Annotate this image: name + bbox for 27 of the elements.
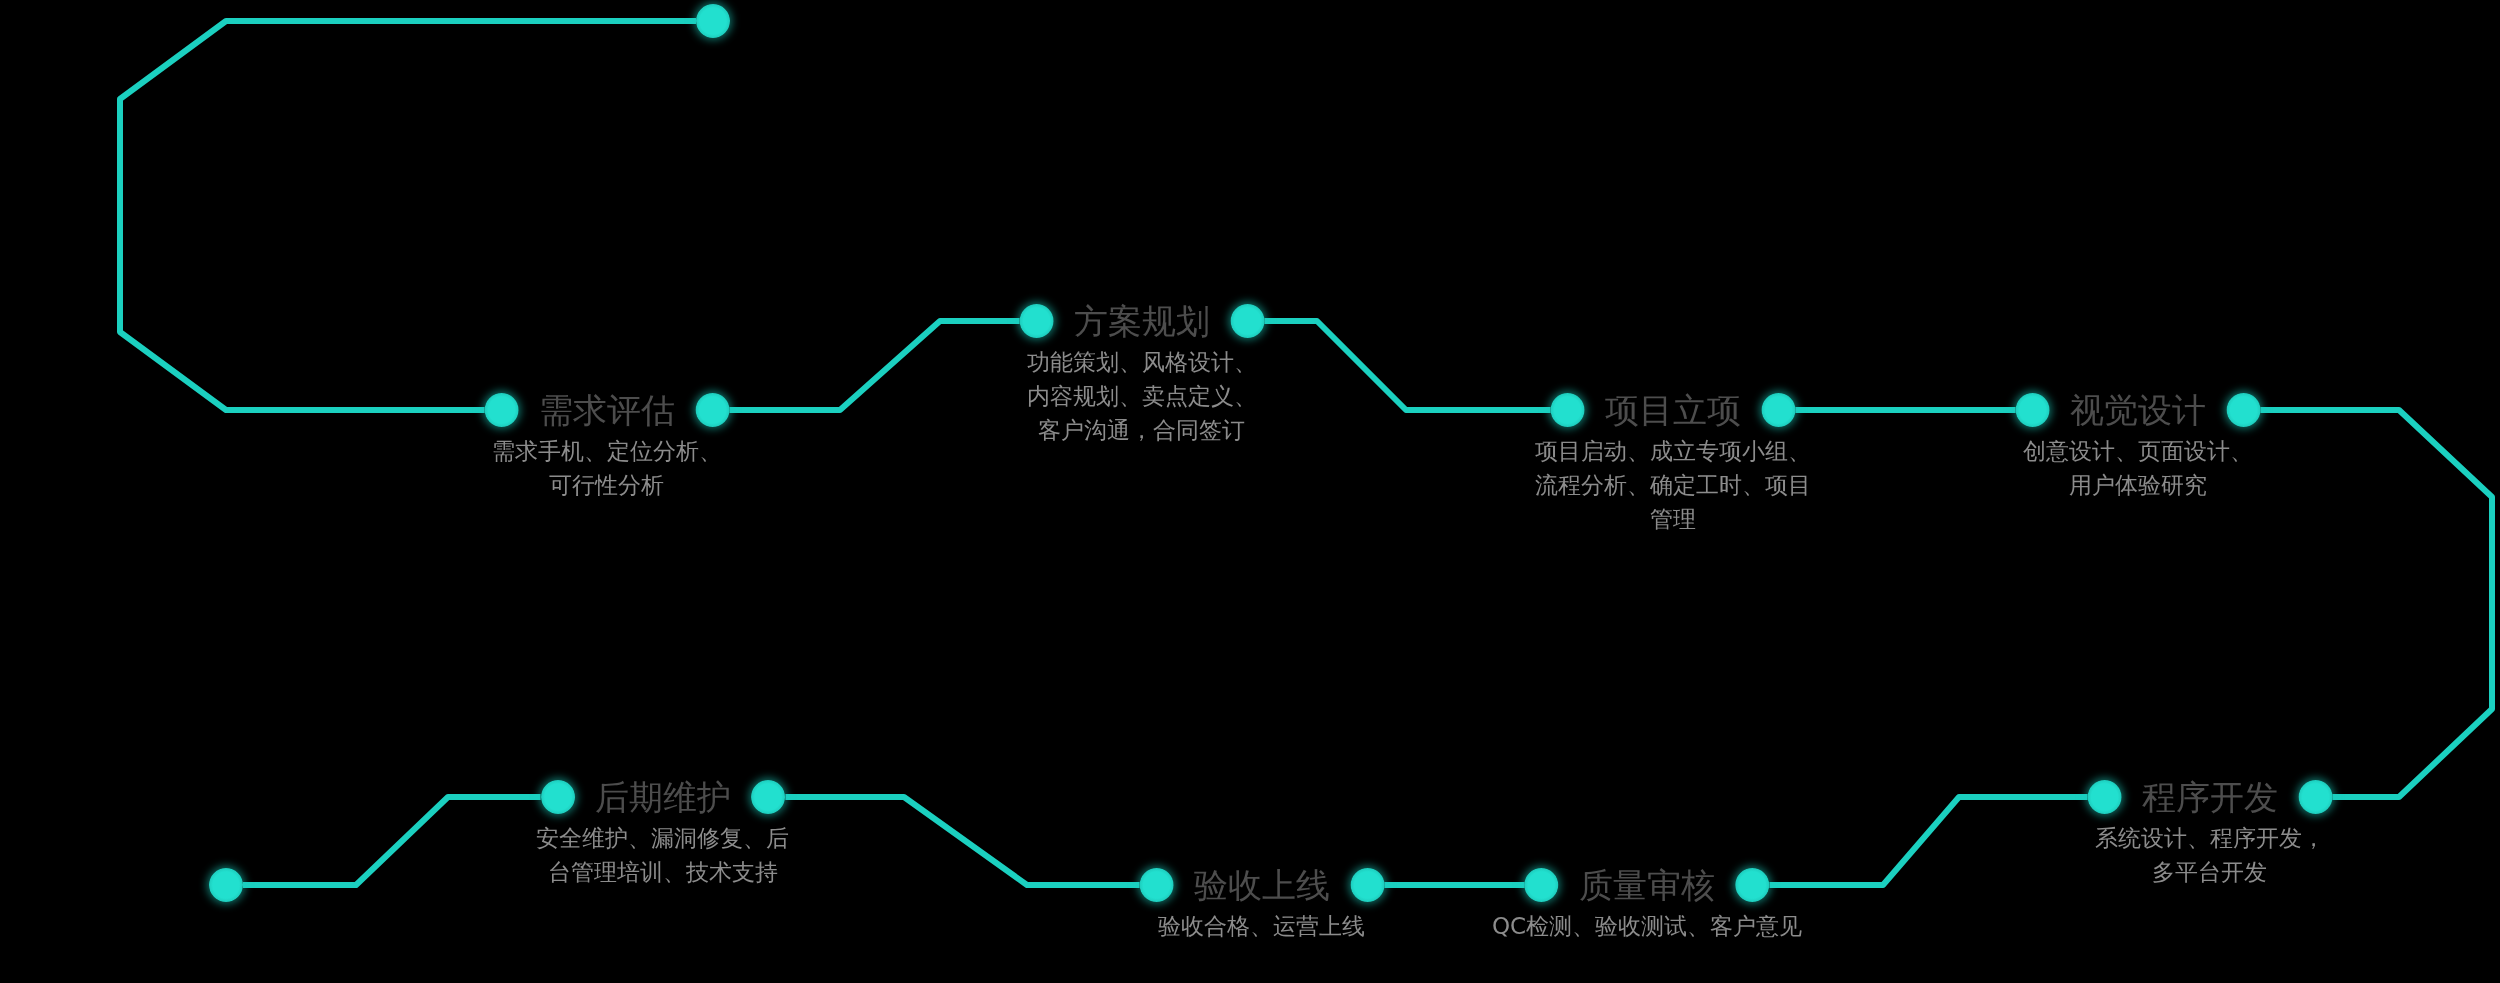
step-title: 质量审核 bbox=[1578, 867, 1716, 903]
step-title: 项目立项 bbox=[1604, 392, 1742, 428]
step-description: 需求手机、定位分析、可行性分析 bbox=[491, 437, 723, 500]
step-title: 方案规划 bbox=[1073, 303, 1211, 339]
connector-line bbox=[1795, 407, 2016, 413]
step-description: 功能策划、风格设计、内容规划、卖点定义、客户沟通，合同签订 bbox=[1026, 348, 1258, 445]
step-title: 验收上线 bbox=[1193, 867, 1331, 903]
step-title: 需求评估 bbox=[538, 392, 676, 428]
connector-line bbox=[243, 794, 541, 888]
step-description: 创意设计、页面设计、用户体验研究 bbox=[2022, 437, 2254, 500]
connector-line bbox=[1384, 882, 1525, 888]
connector-line bbox=[785, 794, 1140, 888]
step-description: 系统设计、程序开发，多平台开发 bbox=[2094, 824, 2326, 887]
endpoint-dot bbox=[696, 4, 730, 38]
step-description: 安全维护、漏洞修复、后台管理培训、技术支持 bbox=[535, 824, 791, 887]
step-description: QC检测、验收测试、客户意见 bbox=[1490, 912, 1804, 941]
connector-line bbox=[729, 318, 1020, 413]
step-title: 程序开发 bbox=[2141, 779, 2279, 815]
step-description: 验收合格、运营上线 bbox=[1157, 912, 1367, 941]
connector-line bbox=[2260, 407, 2495, 800]
step-description: 项目启动、成立专项小组、流程分析、确定工时、项目管理 bbox=[1534, 437, 1812, 534]
connector-line bbox=[1769, 794, 2088, 888]
connector-line bbox=[117, 18, 696, 413]
step-title: 后期维护 bbox=[594, 779, 732, 815]
endpoint-dot bbox=[209, 868, 243, 902]
step-title: 视觉设计 bbox=[2069, 392, 2207, 428]
connector-line bbox=[1264, 318, 1551, 413]
